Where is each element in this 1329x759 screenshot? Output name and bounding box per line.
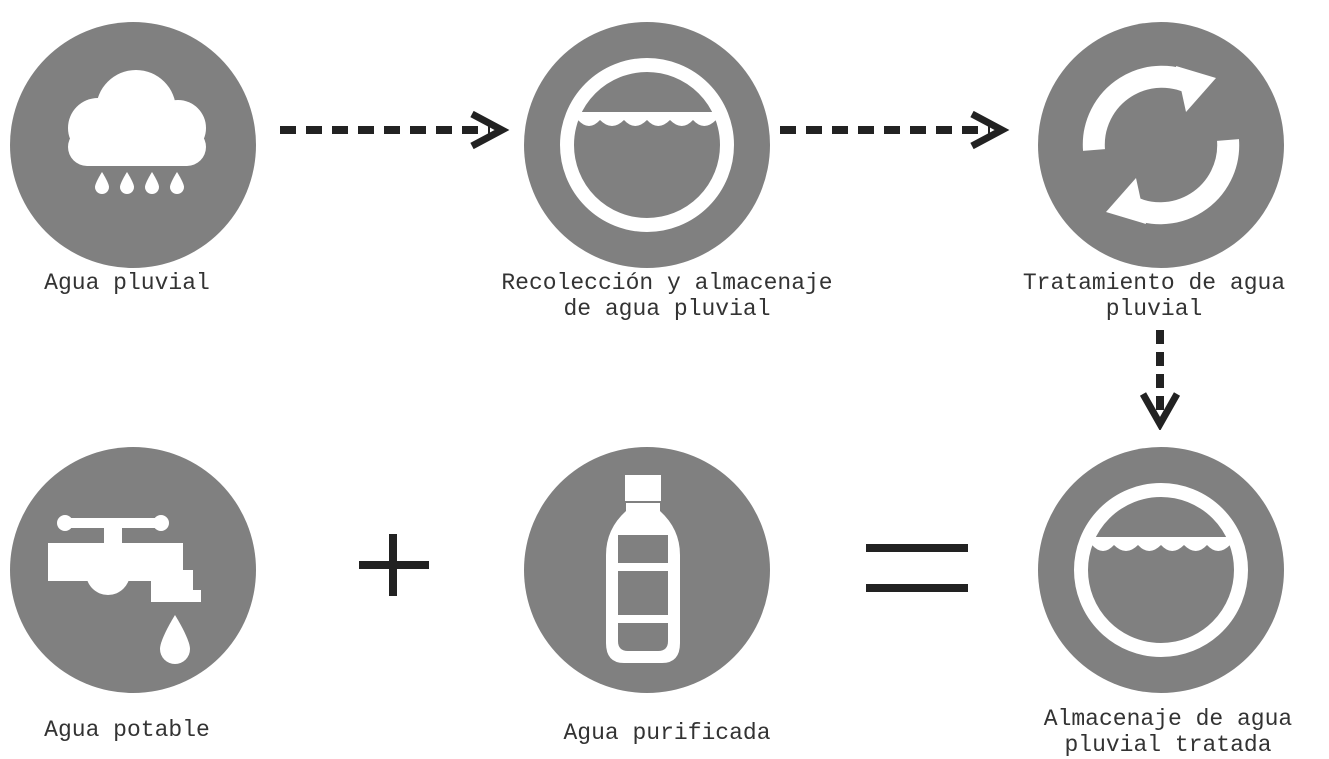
- node-label-treated-storage: Almacenaje de agua pluvial tratada: [1043, 706, 1293, 758]
- node-label-treatment: Tratamiento de agua pluvial: [1022, 270, 1286, 322]
- node-label-tap: Agua potable: [44, 717, 210, 743]
- water-bottle-icon: [524, 447, 770, 693]
- recycle-arrows-icon: [1038, 22, 1284, 268]
- dashed-arrow-right-1: [280, 110, 510, 150]
- dashed-arrow-down: [1139, 330, 1181, 430]
- node-label-purified: Agua purificada: [563, 720, 771, 746]
- water-tank-icon: [524, 22, 770, 268]
- node-label-rain: Agua pluvial: [44, 270, 210, 296]
- plus-sign: [359, 534, 429, 596]
- water-tap-icon: [10, 447, 256, 693]
- rain-cloud-icon: [10, 22, 256, 268]
- equals-sign: [866, 544, 968, 592]
- water-tank-icon: [1038, 447, 1284, 693]
- dashed-arrow-right-2: [780, 110, 1010, 150]
- node-label-collection: Recolección y almacenaje de agua pluvial: [501, 270, 833, 322]
